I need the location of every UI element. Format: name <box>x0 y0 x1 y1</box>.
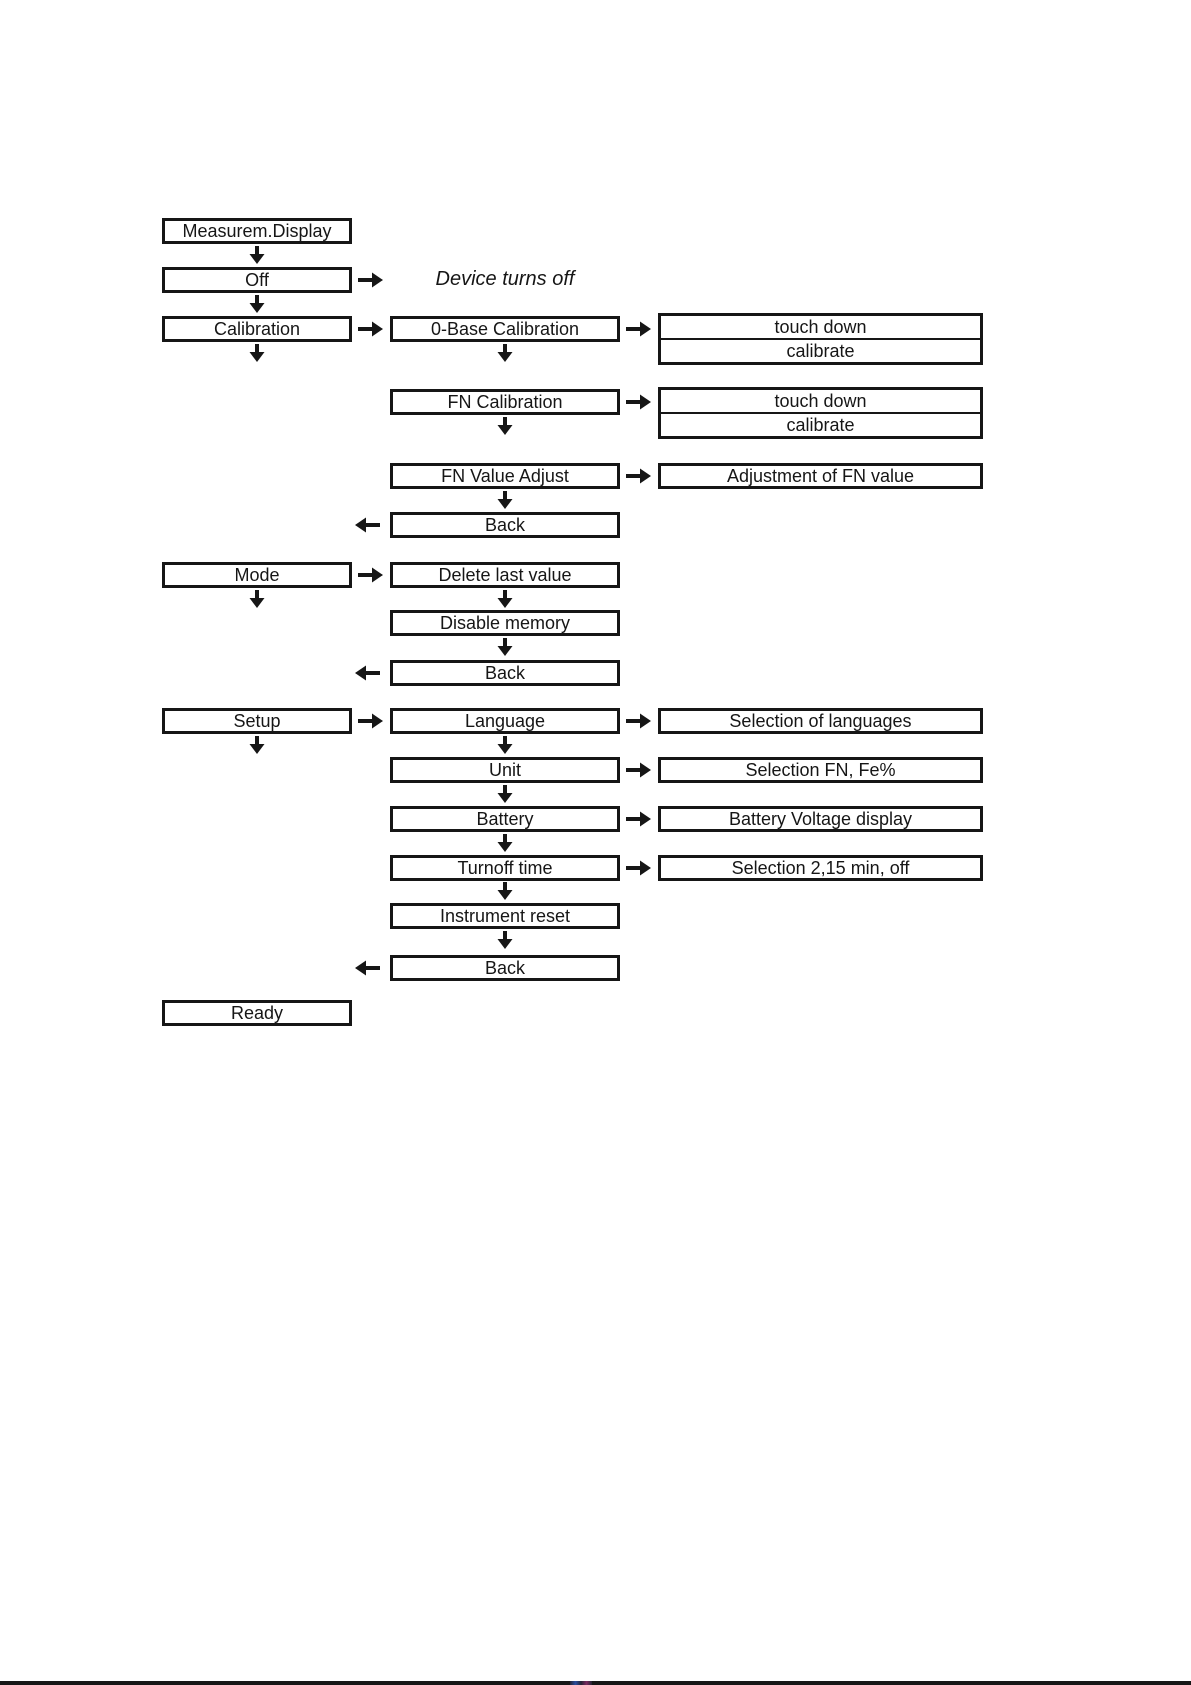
down-arrow-icon <box>496 344 514 362</box>
flow-node-measurem-display: Measurem.Display <box>162 218 352 244</box>
flow-node-off: Off <box>162 267 352 293</box>
down-arrow-icon <box>248 295 266 313</box>
down-arrow-icon <box>496 638 514 656</box>
right-arrow-icon <box>358 320 384 338</box>
right-arrow-icon <box>626 393 652 411</box>
device-turns-off-note: Device turns off <box>435 267 575 290</box>
flow-node-ready: Ready <box>162 1000 352 1026</box>
flow-node-delete-last-value: Delete last value <box>390 562 620 588</box>
flow-node-0base-result: touch down calibrate <box>658 313 983 365</box>
flow-node-mode: Mode <box>162 562 352 588</box>
flow-node-battery-voltage-display: Battery Voltage display <box>658 806 983 832</box>
right-arrow-icon <box>626 467 652 485</box>
down-arrow-icon <box>248 736 266 754</box>
down-arrow-icon <box>248 246 266 264</box>
flow-node-setup: Setup <box>162 708 352 734</box>
right-arrow-icon <box>626 761 652 779</box>
right-arrow-icon <box>626 859 652 877</box>
left-arrow-icon <box>354 516 380 534</box>
flow-node-adjustment-fn-value: Adjustment of FN value <box>658 463 983 489</box>
flow-node-selection-turnoff: Selection 2,15 min, off <box>658 855 983 881</box>
flow-node-calibration: Calibration <box>162 316 352 342</box>
right-arrow-icon <box>626 320 652 338</box>
flow-node-back-mode: Back <box>390 660 620 686</box>
left-arrow-icon <box>354 664 380 682</box>
down-arrow-icon <box>496 491 514 509</box>
flow-node-turnoff-time: Turnoff time <box>390 855 620 881</box>
flow-node-back-calibration: Back <box>390 512 620 538</box>
flow-node-fn-calibration: FN Calibration <box>390 389 620 415</box>
down-arrow-icon <box>496 931 514 949</box>
flow-node-instrument-reset: Instrument reset <box>390 903 620 929</box>
down-arrow-icon <box>496 834 514 852</box>
flow-node-selection-fn-fe: Selection FN, Fe% <box>658 757 983 783</box>
right-arrow-icon <box>358 271 384 289</box>
flow-node-selection-languages: Selection of languages <box>658 708 983 734</box>
flow-node-disable-memory: Disable memory <box>390 610 620 636</box>
down-arrow-icon <box>248 344 266 362</box>
down-arrow-icon <box>496 736 514 754</box>
down-arrow-icon <box>248 590 266 608</box>
right-arrow-icon <box>626 712 652 730</box>
down-arrow-icon <box>496 590 514 608</box>
page-bottom-edge <box>0 1681 1191 1685</box>
right-arrow-icon <box>626 810 652 828</box>
flow-node-calibrate-1: calibrate <box>661 338 980 362</box>
flow-node-fncal-result: touch down calibrate <box>658 387 983 439</box>
right-arrow-icon <box>358 566 384 584</box>
flow-node-touch-down-2: touch down <box>774 391 867 411</box>
flow-node-battery: Battery <box>390 806 620 832</box>
flow-node-fn-value-adjust: FN Value Adjust <box>390 463 620 489</box>
flow-node-0-base-calibration: 0-Base Calibration <box>390 316 620 342</box>
flow-node-calibrate-2: calibrate <box>661 412 980 436</box>
flow-node-language: Language <box>390 708 620 734</box>
down-arrow-icon <box>496 417 514 435</box>
flow-node-unit: Unit <box>390 757 620 783</box>
bottom-edge-artifact <box>570 1681 592 1685</box>
right-arrow-icon <box>358 712 384 730</box>
down-arrow-icon <box>496 882 514 900</box>
flow-node-touch-down-1: touch down <box>774 317 867 337</box>
down-arrow-icon <box>496 785 514 803</box>
left-arrow-icon <box>354 959 380 977</box>
flow-node-back-setup: Back <box>390 955 620 981</box>
